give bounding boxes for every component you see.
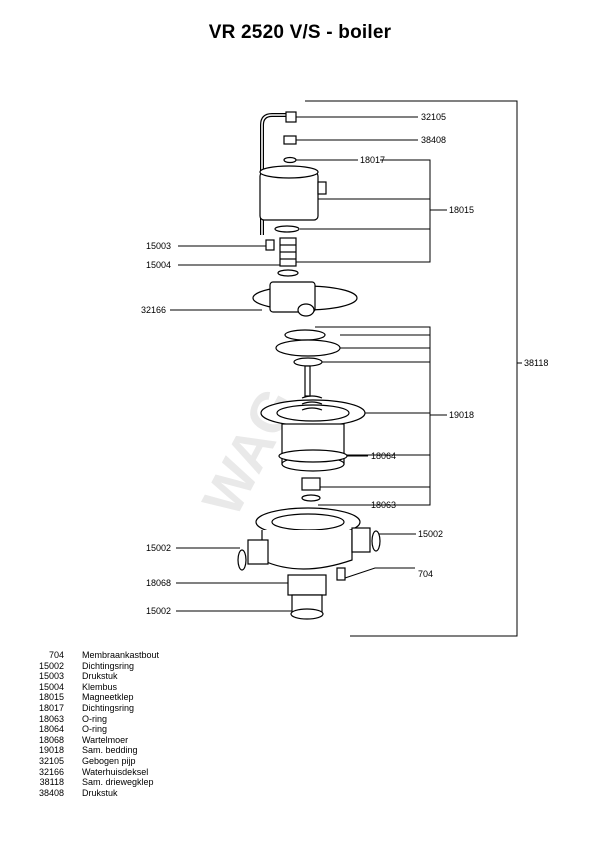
solenoid-coil [259, 171, 319, 221]
legend-number: 32105 [38, 755, 64, 766]
legend-row: 18063 O-ring [36, 714, 159, 725]
callout-38408: 38408 [421, 135, 446, 145]
legend-number: 19018 [38, 745, 64, 756]
leader-704 [344, 567, 415, 579]
legend-number: 38118 [39, 777, 64, 788]
legend-description: Membraankastbout [82, 650, 160, 660]
pipe-fitting [285, 111, 297, 123]
bracket-18015 [292, 159, 431, 263]
legend-row: 18068 Wartelmoer [36, 735, 159, 746]
legend-description: Klembus [82, 681, 118, 692]
legend-number: 15002 [38, 660, 64, 671]
o-ring-18064 [278, 449, 348, 463]
callout-18068: 18068 [146, 578, 171, 588]
callout-32105: 32105 [421, 112, 446, 122]
legend-number: 15003 [38, 671, 64, 682]
callout-32166: 32166 [141, 305, 166, 315]
callout-18015: 18015 [449, 205, 474, 215]
legend-description: Drukstuk [82, 671, 118, 682]
legend-description: Wartelmoer [82, 734, 129, 745]
callout-15004: 15004 [146, 260, 171, 270]
legend-number: 38408 [38, 787, 64, 798]
legend-description: Sam. bedding [82, 745, 138, 756]
callout-704: 704 [418, 569, 433, 579]
legend-row: 32166 Waterhuisdeksel [36, 767, 159, 778]
seal-ring-bottom [290, 608, 324, 620]
membrane-plate [275, 339, 341, 357]
legend-description: Waterhuisdeksel [82, 766, 149, 777]
legend-row: 15002 Dichtingsring [36, 661, 159, 672]
union-nut [287, 574, 327, 596]
bracket-38118 [305, 100, 518, 637]
legend-row: 32105 Gebogen pijp [36, 756, 159, 767]
legend-number: 18017 [38, 702, 64, 713]
legend-description: Magneetklep [82, 692, 134, 703]
side-port-right [351, 527, 371, 553]
membrane-disc [284, 329, 326, 341]
callout-15002-bottom: 15002 [146, 606, 171, 616]
page-title: VR 2520 V/S - boiler [208, 22, 392, 43]
o-ring-18063 [301, 494, 321, 502]
legend-row: 15004 Klembus [36, 682, 159, 693]
legend-row: 15003 Drukstuk [36, 671, 159, 682]
legend-description: Drukstuk [82, 787, 118, 798]
callout-15002-right: 15002 [418, 529, 443, 539]
side-port-left [247, 539, 269, 565]
valve-body [261, 530, 353, 570]
callout-18064: 18064 [371, 451, 396, 461]
bolt-704 [336, 567, 346, 581]
legend-row: 704 Membraankastbout [36, 650, 159, 661]
callout-18063: 18063 [371, 500, 396, 510]
legend-number: 18068 [38, 734, 64, 745]
legend-number: 18064 [38, 724, 64, 735]
callout-15003: 15003 [146, 241, 171, 251]
callout-18017: 18017 [360, 155, 385, 165]
legend-number: 704 [48, 650, 64, 660]
legend-row: 38408 Drukstuk [36, 788, 159, 799]
stem [304, 365, 311, 397]
legend-number: 18015 [38, 692, 64, 703]
legend-description: Dichtingsring [82, 660, 135, 671]
seal-ring-right [371, 530, 381, 552]
legend-row: 18015 Magneetklep [36, 692, 159, 703]
seal-ring-left [237, 549, 247, 571]
callout-38118: 38118 [524, 358, 548, 368]
legend-number: 32166 [38, 766, 64, 777]
legend-description: Dichtingsring [82, 702, 135, 713]
legend-description: O-ring [82, 724, 108, 735]
legend-description: Gebogen pijp [82, 755, 136, 766]
legend-description: Sam. driewegklep [82, 777, 154, 788]
callout-15002-left: 15002 [146, 543, 171, 553]
pressure-piece-15003 [265, 239, 275, 251]
legend-row: 19018 Sam. bedding [36, 745, 159, 756]
legend-row: 18064 O-ring [36, 724, 159, 735]
legend-row: 38118 Sam. driewegklep [36, 777, 159, 788]
legend-number: 15004 [38, 681, 64, 692]
bracket-19018 [315, 326, 431, 506]
seal-ring-18017 [283, 156, 297, 164]
legend-row: 18017 Dichtingsring [36, 703, 159, 714]
solenoid-ring [274, 225, 300, 233]
pressure-piece [283, 135, 297, 145]
legend-description: O-ring [82, 713, 108, 724]
callout-19018: 19018 [449, 410, 474, 420]
legend-number: 18063 [38, 713, 64, 724]
valve-drawing [237, 111, 381, 620]
spring [301, 395, 323, 411]
